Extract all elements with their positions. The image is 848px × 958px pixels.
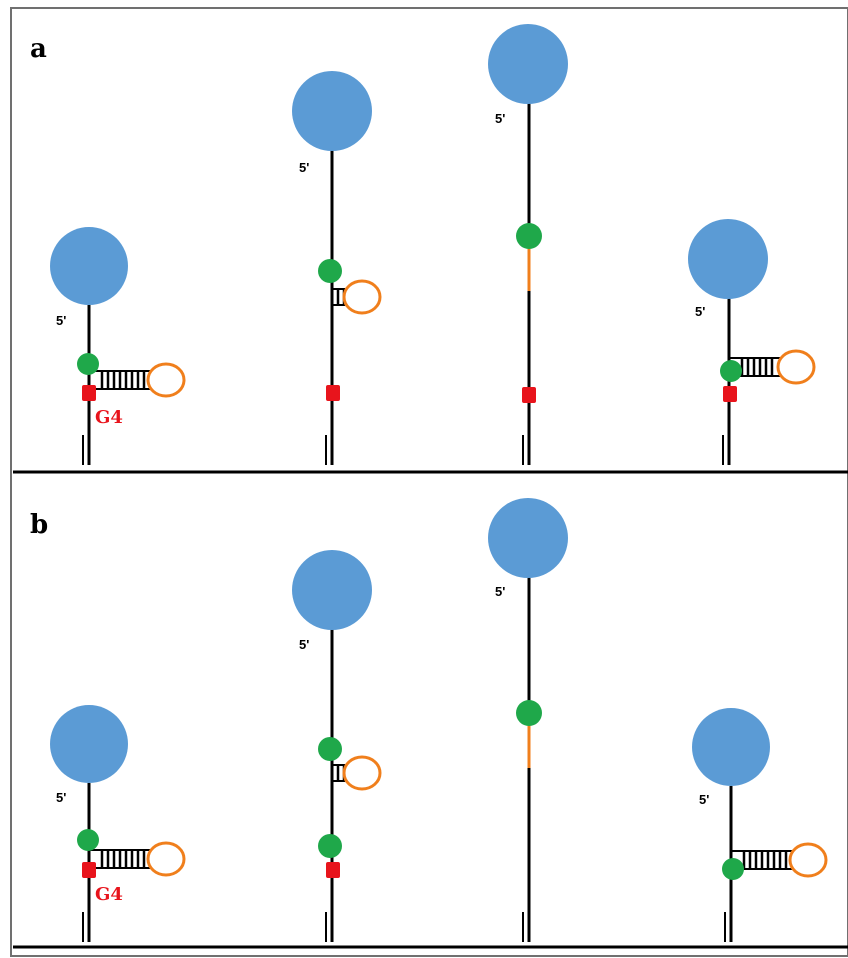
green-marker bbox=[318, 259, 342, 283]
hairpin-loop bbox=[146, 362, 186, 398]
five-prime-label: 5' bbox=[299, 637, 309, 652]
bead bbox=[50, 705, 128, 783]
hairpin-base-pairs bbox=[100, 371, 146, 389]
g4-marker bbox=[326, 385, 340, 401]
hairpin-loop bbox=[146, 841, 186, 877]
hairpin-base-pairs bbox=[100, 850, 146, 868]
hairpin-base-pairs bbox=[742, 851, 788, 869]
construct-a4: 5' bbox=[688, 219, 816, 465]
hairpin-loop bbox=[788, 842, 828, 878]
hairpin-loop bbox=[342, 755, 382, 791]
construct-a1: G4 5' bbox=[50, 227, 186, 465]
bead bbox=[688, 219, 768, 299]
green-marker bbox=[720, 360, 742, 382]
bead bbox=[292, 71, 372, 151]
green-marker bbox=[77, 829, 99, 851]
green-marker bbox=[77, 353, 99, 375]
green-marker bbox=[516, 700, 542, 726]
green-marker bbox=[516, 223, 542, 249]
five-prime-label: 5' bbox=[56, 790, 66, 805]
hairpin-loop bbox=[342, 279, 382, 315]
panel-a-label: a bbox=[30, 34, 47, 64]
g4-marker bbox=[326, 862, 340, 878]
panel-b-label: b bbox=[30, 510, 48, 540]
g4-marker bbox=[82, 862, 96, 878]
construct-b3: 5' bbox=[488, 498, 568, 942]
g4-label: G4 bbox=[95, 884, 123, 905]
figure-frame bbox=[10, 7, 848, 957]
construct-b4: 5' bbox=[692, 708, 828, 942]
five-prime-label: 5' bbox=[495, 111, 505, 126]
hairpin-loop bbox=[776, 349, 816, 385]
g4-marker bbox=[82, 385, 96, 401]
construct-b2: 5' bbox=[292, 550, 382, 942]
g4-marker bbox=[723, 386, 737, 402]
bead bbox=[488, 24, 568, 104]
bead bbox=[292, 550, 372, 630]
green-marker-2 bbox=[318, 834, 342, 858]
five-prime-label: 5' bbox=[299, 160, 309, 175]
five-prime-label: 5' bbox=[56, 313, 66, 328]
construct-a2: 5' bbox=[292, 71, 382, 465]
g4-marker bbox=[522, 387, 536, 403]
g4-label: G4 bbox=[95, 407, 123, 428]
five-prime-label: 5' bbox=[699, 792, 709, 807]
green-marker bbox=[722, 858, 744, 880]
bead bbox=[488, 498, 568, 578]
construct-a3: 5' bbox=[488, 24, 568, 465]
bead bbox=[50, 227, 128, 305]
five-prime-label: 5' bbox=[695, 304, 705, 319]
construct-b1: G4 5' bbox=[50, 705, 186, 942]
five-prime-label: 5' bbox=[495, 584, 505, 599]
bead bbox=[692, 708, 770, 786]
hairpin-base-pairs bbox=[740, 358, 774, 376]
green-marker bbox=[318, 737, 342, 761]
